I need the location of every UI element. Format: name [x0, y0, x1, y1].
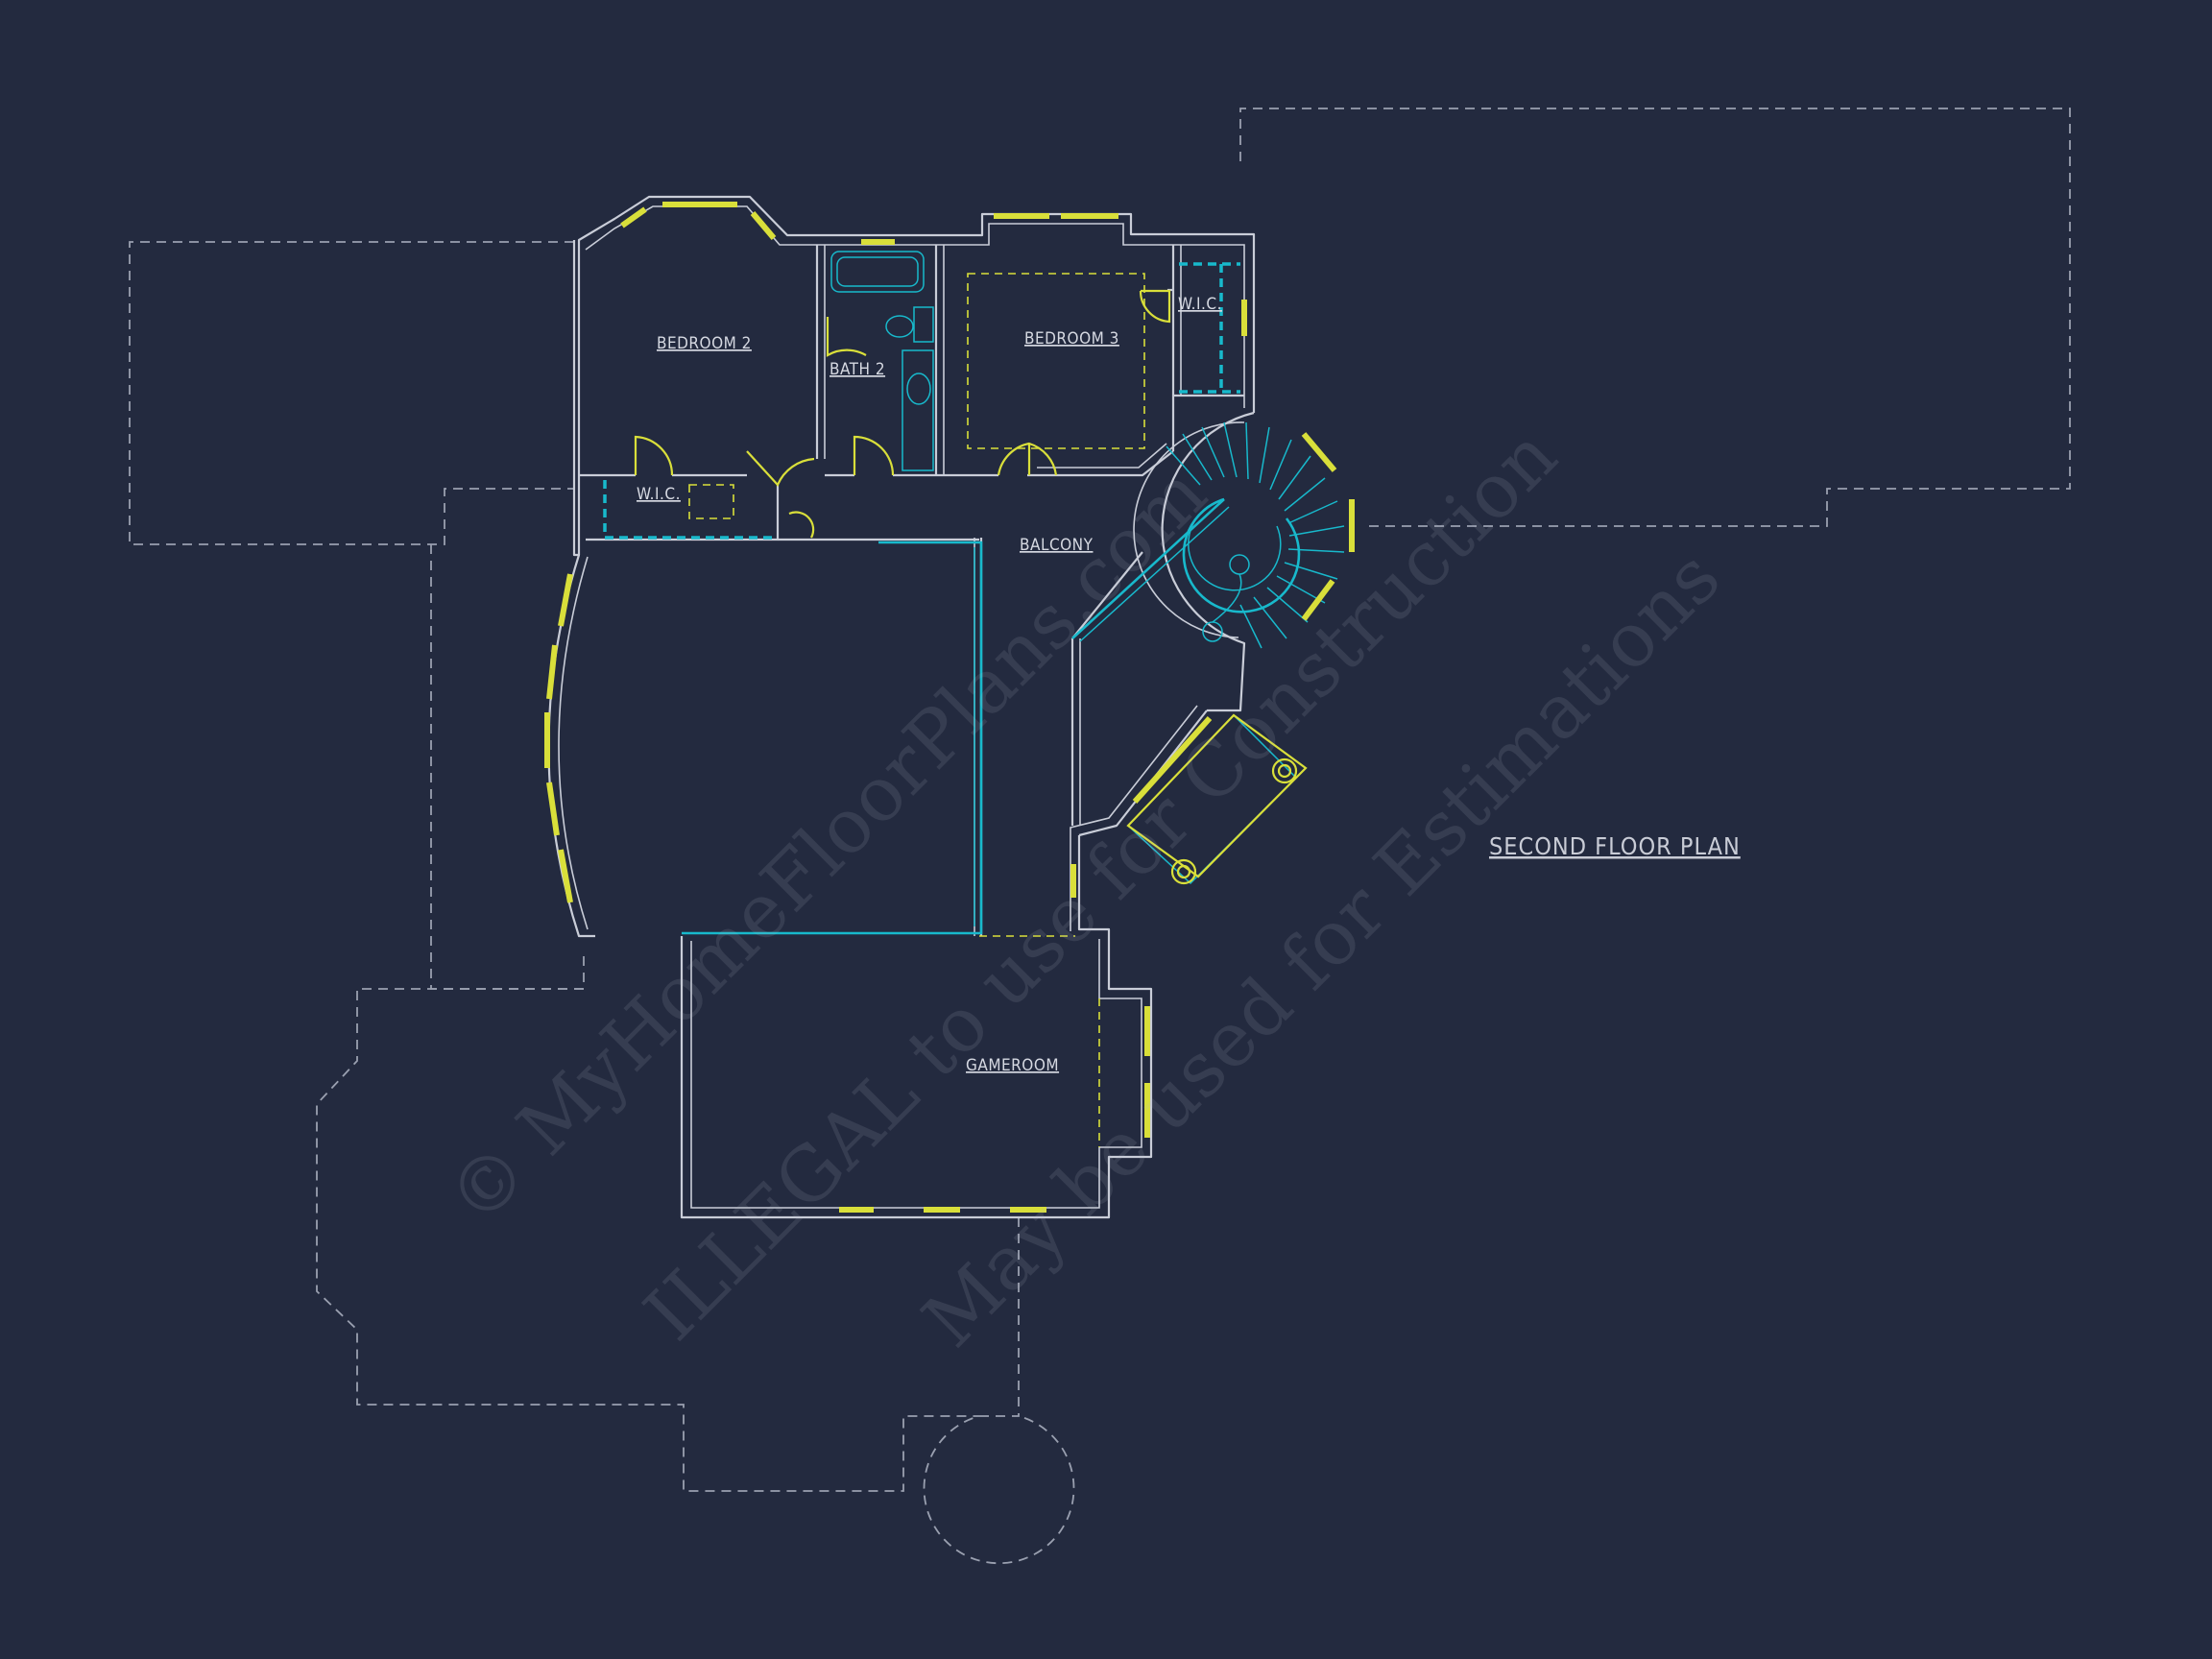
first-floor-outline — [129, 108, 2071, 1565]
watermark: © MyHomeFloorPlans.com ILLEGAL to use fo… — [432, 413, 1737, 1364]
label-wic-left: W.I.C. — [637, 485, 681, 504]
railings-fixtures — [603, 251, 1345, 935]
label-bedroom-3: BEDROOM 3 — [1024, 329, 1119, 349]
label-balcony: BALCONY — [1020, 536, 1094, 555]
dashed-ceiling-lines — [688, 273, 1145, 1147]
plan-title: SECOND FLOOR PLAN — [1489, 832, 1741, 860]
stair-inner-curve — [1182, 497, 1301, 613]
label-wic-right: W.I.C. — [1178, 295, 1222, 314]
balcony-railing — [682, 541, 983, 935]
windows — [544, 202, 1355, 1213]
left-outline — [129, 241, 574, 545]
bottom-bump — [923, 1217, 1075, 1565]
right-outline — [1239, 108, 2071, 527]
stair-treads — [1166, 421, 1345, 649]
bottom-outline — [316, 988, 979, 1492]
label-bedroom-2: BEDROOM 2 — [657, 334, 752, 353]
label-bath-2: BATH 2 — [830, 360, 885, 379]
label-gameroom: GAMEROOM — [966, 1056, 1059, 1075]
stair-rail — [1071, 498, 1225, 639]
doors — [634, 289, 1308, 885]
